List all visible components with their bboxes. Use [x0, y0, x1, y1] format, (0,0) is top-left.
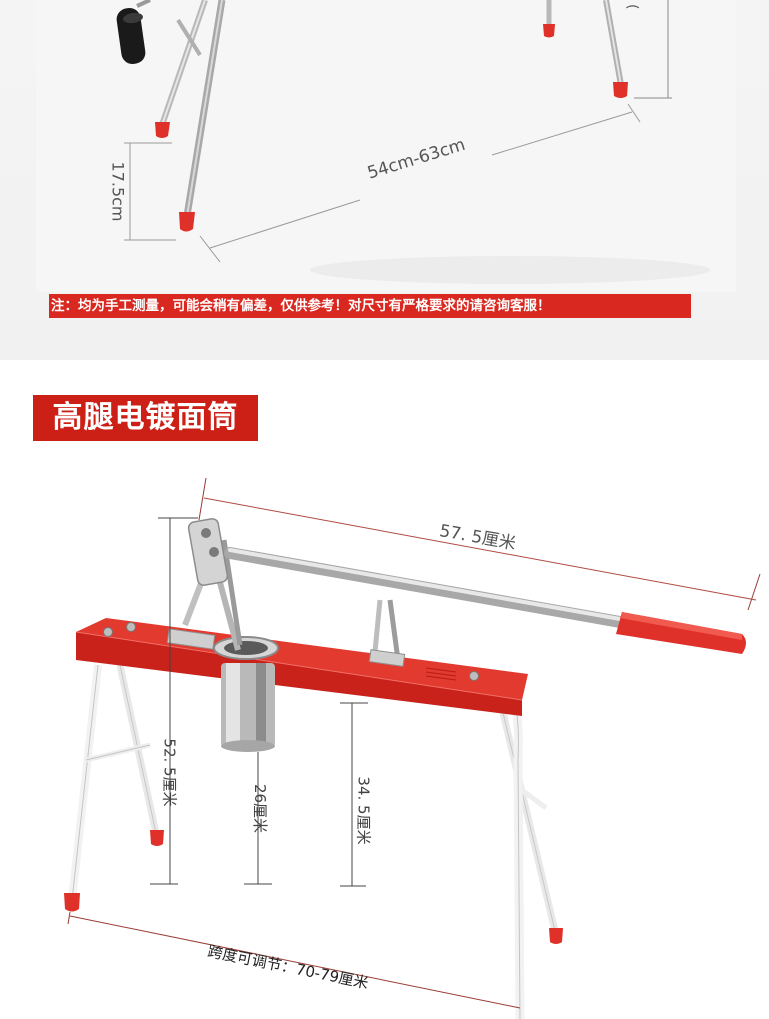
top-product-illustration: (: [116, 0, 710, 284]
press-cylinder: [213, 636, 279, 752]
bench-height-dimension: [340, 702, 368, 887]
product-variant-title: 高腿电镀面筒: [33, 395, 258, 441]
leg-height-dimension: [124, 142, 176, 241]
svg-text:(: (: [624, 4, 640, 9]
back-legs: [116, 664, 563, 944]
floor-shadow: [310, 256, 710, 284]
total-height-label: 52. 5厘米: [160, 738, 179, 807]
top-product-photo: ( 17.5cm 54cm-63cm 注：均为手工测量，可能会稍有偏差，仅供参考…: [0, 0, 769, 360]
cup-height-dimension: [244, 752, 272, 885]
crank-handle: [116, 0, 151, 64]
top-photo-backdrop: [36, 0, 736, 292]
width-dimension: [199, 103, 641, 263]
right-leg-pair: [543, 0, 628, 98]
lever-length-dimension: [198, 477, 761, 611]
left-leg-pair: [155, 0, 226, 232]
measurement-notice-banner: 注：均为手工测量，可能会稍有偏差，仅供参考！对尺寸有严格要求的请咨询客服！: [49, 294, 691, 318]
total-height-dimension: [150, 517, 198, 885]
span-dimension: [67, 911, 521, 1009]
lever-arm: [166, 518, 746, 667]
cup-height-label: 26厘米: [251, 783, 270, 834]
right-height-dimension: (: [624, 0, 672, 99]
red-bench-top: [75, 618, 528, 716]
bench-height-label: 34. 5厘米: [354, 776, 373, 845]
